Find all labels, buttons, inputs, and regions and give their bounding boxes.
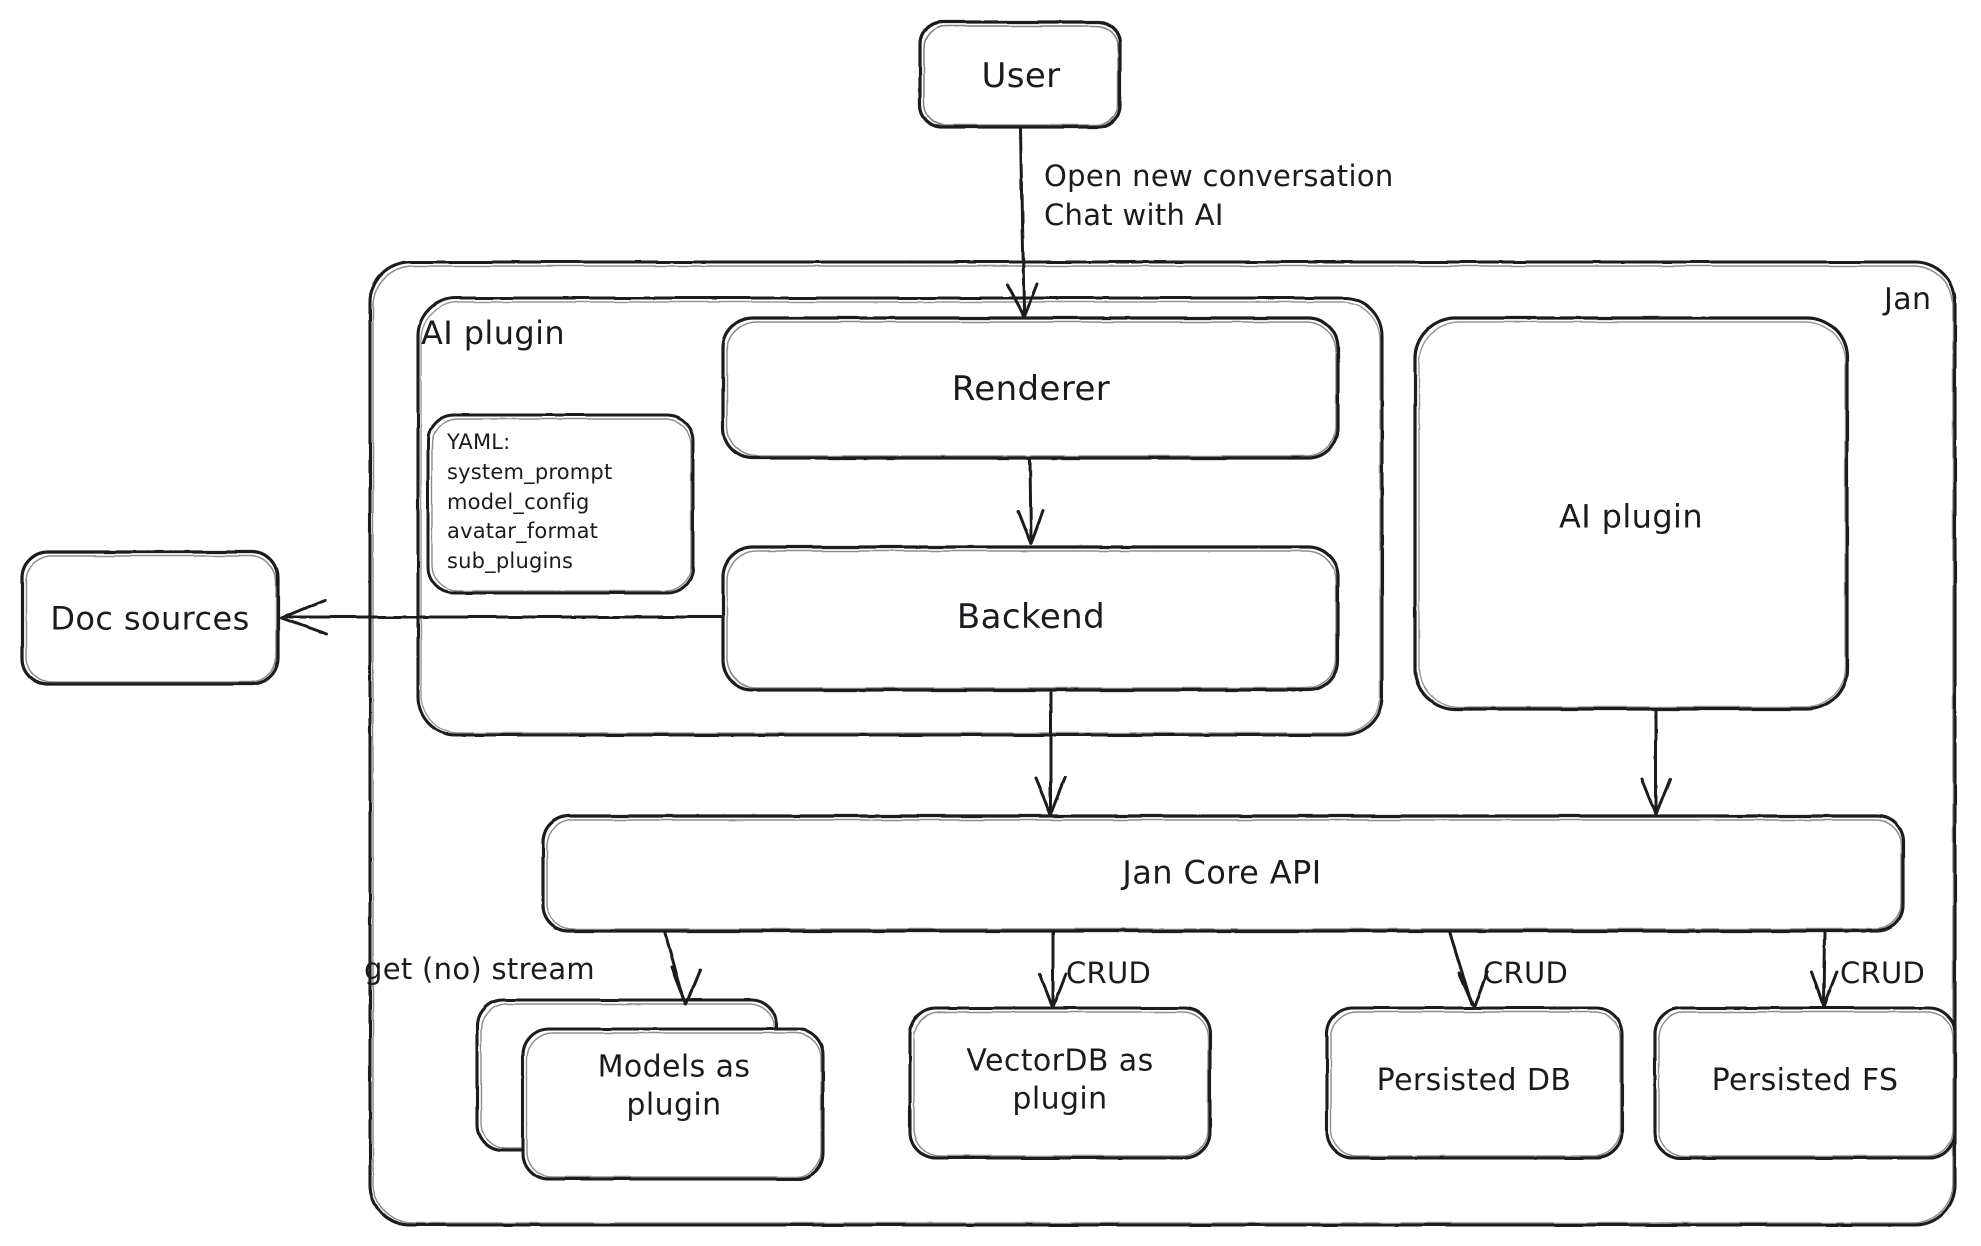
edge-backend-to-core [1034,690,1067,816]
edge-core-to-models [663,931,702,1006]
edge-core-to-vectordb [1038,931,1068,1010]
edge-renderer-to-backend [1016,457,1045,546]
node-doc-sources-shape [20,550,280,686]
node-models-as-plugin-shape [475,998,825,1181]
edge-user-to-renderer [1005,126,1039,319]
node-ai-plugin-shape [1413,316,1849,711]
node-persisted-db-shape [1325,1006,1624,1160]
node-user-shape [918,20,1122,129]
node-vectordb-as-plugin-shape [908,1006,1212,1160]
edge-core-to-persisted-db [1448,931,1489,1010]
edge-ai-plugin-to-core [1640,709,1672,816]
node-yaml-shape [426,413,695,595]
node-renderer-shape [721,316,1340,460]
edge-backend-to-doc-sources [280,598,723,636]
node-backend-shape [721,545,1340,692]
node-jan-core-api-shape [541,814,1905,933]
edge-core-to-persisted-fs [1810,931,1839,1008]
node-persisted-fs-shape [1653,1006,1957,1160]
